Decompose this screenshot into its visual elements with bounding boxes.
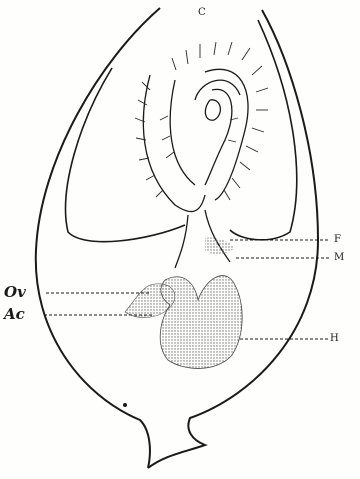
label-ac: Ac	[4, 307, 25, 322]
label-m: M	[334, 253, 344, 263]
left-mantle-fold	[66, 68, 185, 242]
label-c: C	[198, 8, 206, 18]
tentacle-crown	[143, 69, 248, 211]
label-ov: Ov	[4, 285, 26, 300]
spot	[123, 403, 127, 407]
crown-stalk	[175, 210, 230, 268]
body-sac	[160, 276, 242, 369]
label-h: H	[330, 334, 339, 344]
label-f: F	[334, 235, 341, 245]
right-mantle-fold	[230, 20, 297, 240]
